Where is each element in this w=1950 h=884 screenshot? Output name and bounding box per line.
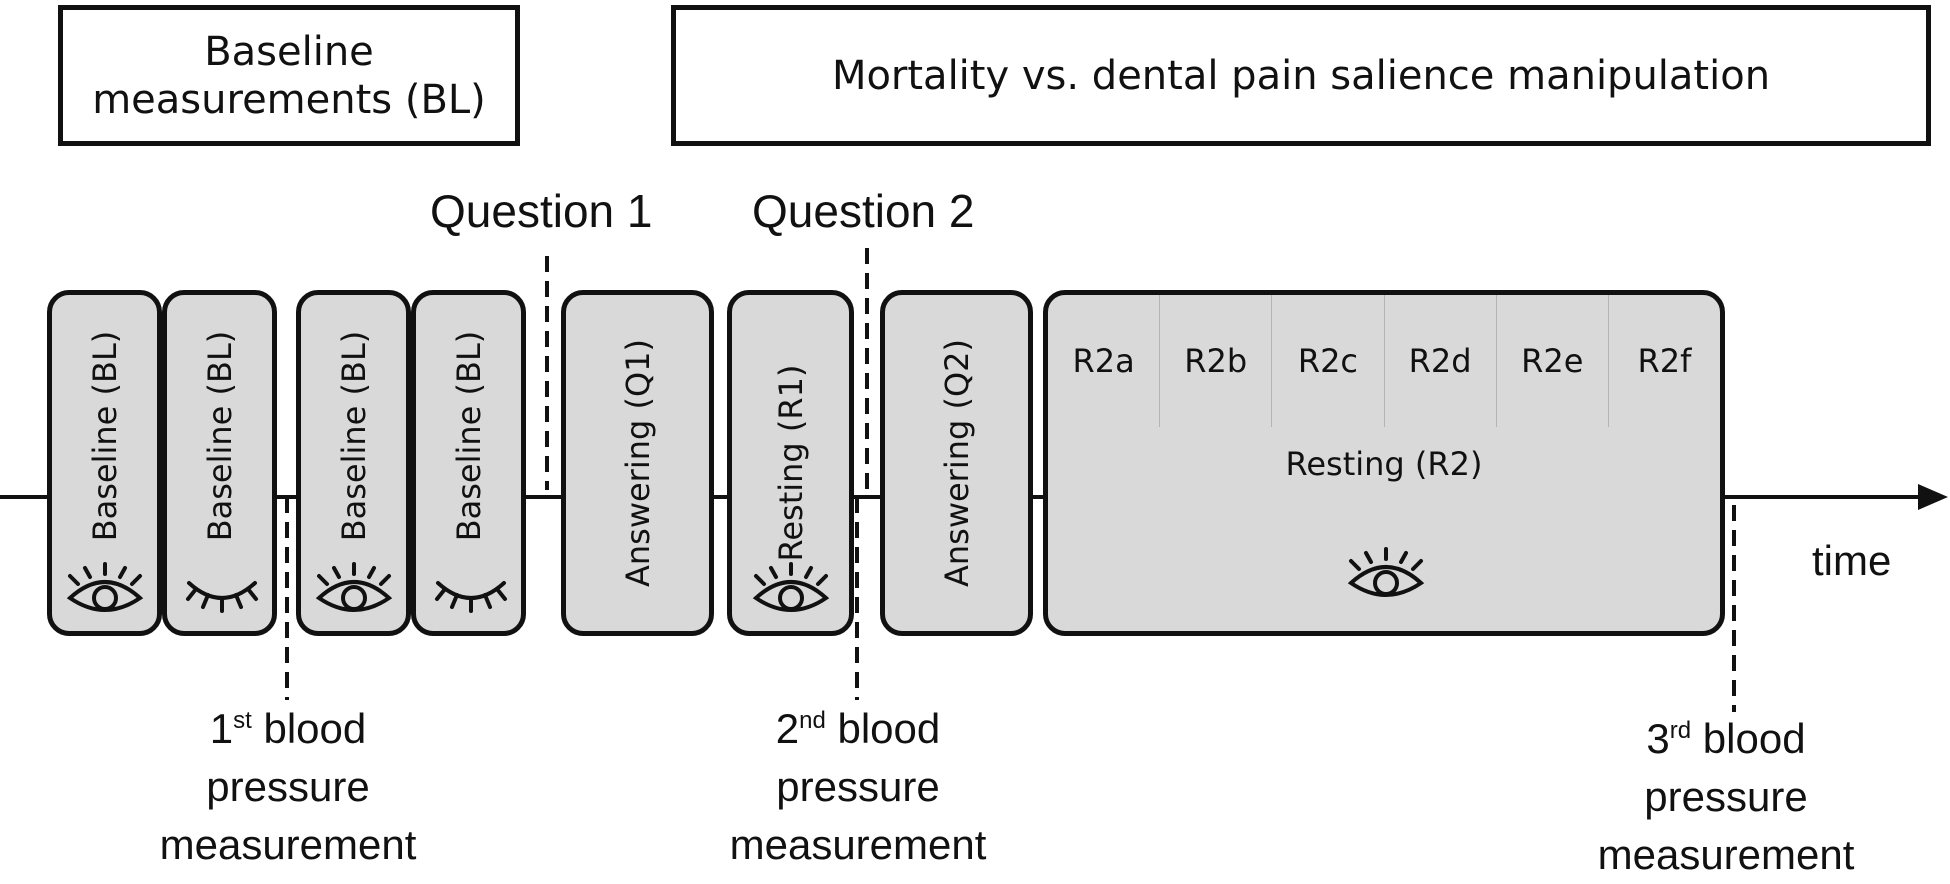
bp3-line-3: measurement: [1597, 831, 1855, 878]
r2-segment: R2d: [1385, 295, 1497, 427]
question-1-label: Question 1: [430, 185, 653, 237]
salience-manipulation-title: Mortality vs. dental pain salience manip…: [831, 52, 1771, 99]
bp2-line-2: pressure: [776, 763, 940, 810]
bp2-ordinal: nd: [799, 707, 826, 734]
bp-measurement-1-label: 1st blood pressure measurement: [108, 700, 468, 874]
eye-open-icon: [1347, 547, 1425, 597]
r2-segment: R2f: [1637, 342, 1692, 380]
bp1-blood: blood: [251, 705, 367, 752]
r2-segment: R2e: [1497, 295, 1609, 427]
answering-q2-label: Answering (Q2): [937, 338, 976, 588]
baseline-header-line-1: Baseline: [204, 28, 374, 75]
bp1-line-2: pressure: [206, 763, 370, 810]
bp3-number: 3: [1646, 715, 1670, 762]
r2-segment-row: R2a R2b R2c R2d R2e R2f: [1048, 295, 1720, 427]
baseline-block-3-label: Baseline (BL): [334, 330, 373, 542]
question-2-label: Question 2: [752, 185, 975, 237]
baseline-block-4-label: Baseline (BL): [449, 330, 488, 542]
resting-r1-block: Resting (R1): [727, 290, 854, 636]
answering-q1-label: Answering (Q1): [618, 338, 657, 588]
bp-measurement-2-label: 2nd blood pressure measurement: [678, 700, 1038, 874]
bp3-line-2: pressure: [1644, 773, 1808, 820]
resting-r2-label: Resting (R2): [1285, 445, 1483, 483]
time-axis-label: time: [1812, 537, 1892, 584]
bp3-ordinal: rd: [1669, 717, 1692, 744]
resting-r2-block: R2a R2b R2c R2d R2e R2f Resting (R2): [1043, 290, 1725, 636]
bp1-ordinal: st: [233, 707, 252, 734]
baseline-block-2-label: Baseline (BL): [200, 330, 239, 542]
r2-segment: R2c: [1272, 295, 1385, 427]
r2-segment: R2b: [1160, 295, 1273, 427]
baseline-block-2: Baseline (BL): [162, 290, 277, 636]
baseline-header-line-2: measurements (BL): [92, 76, 486, 123]
bp1-number: 1: [209, 705, 234, 752]
eye-closed-icon: [186, 581, 258, 613]
baseline-block-4: Baseline (BL): [411, 290, 526, 636]
answering-q1-block: Answering (Q1): [561, 290, 714, 636]
answering-q2-block: Answering (Q2): [880, 290, 1033, 636]
r2-segment: R2a: [1048, 295, 1161, 427]
eye-open-icon: [752, 562, 830, 612]
time-axis-arrowhead: [1918, 484, 1948, 510]
eye-closed-icon: [435, 581, 507, 613]
bp2-blood: blood: [825, 705, 941, 752]
bp3-blood: blood: [1691, 715, 1806, 762]
baseline-measurements-header: Baseline measurements (BL): [58, 5, 520, 146]
bp1-line-3: measurement: [159, 821, 417, 868]
bp2-line-3: measurement: [729, 821, 987, 868]
eye-open-icon: [315, 562, 393, 612]
resting-r1-label: Resting (R1): [771, 364, 810, 562]
baseline-block-1: Baseline (BL): [47, 290, 162, 636]
baseline-block-1-label: Baseline (BL): [85, 330, 124, 542]
eye-open-icon: [66, 562, 144, 612]
bp-measurement-3-label: 3rd blood pressure measurement: [1546, 710, 1906, 884]
baseline-block-3: Baseline (BL): [296, 290, 411, 636]
salience-manipulation-header: Mortality vs. dental pain salience manip…: [671, 5, 1931, 146]
bp2-number: 2: [775, 705, 800, 752]
